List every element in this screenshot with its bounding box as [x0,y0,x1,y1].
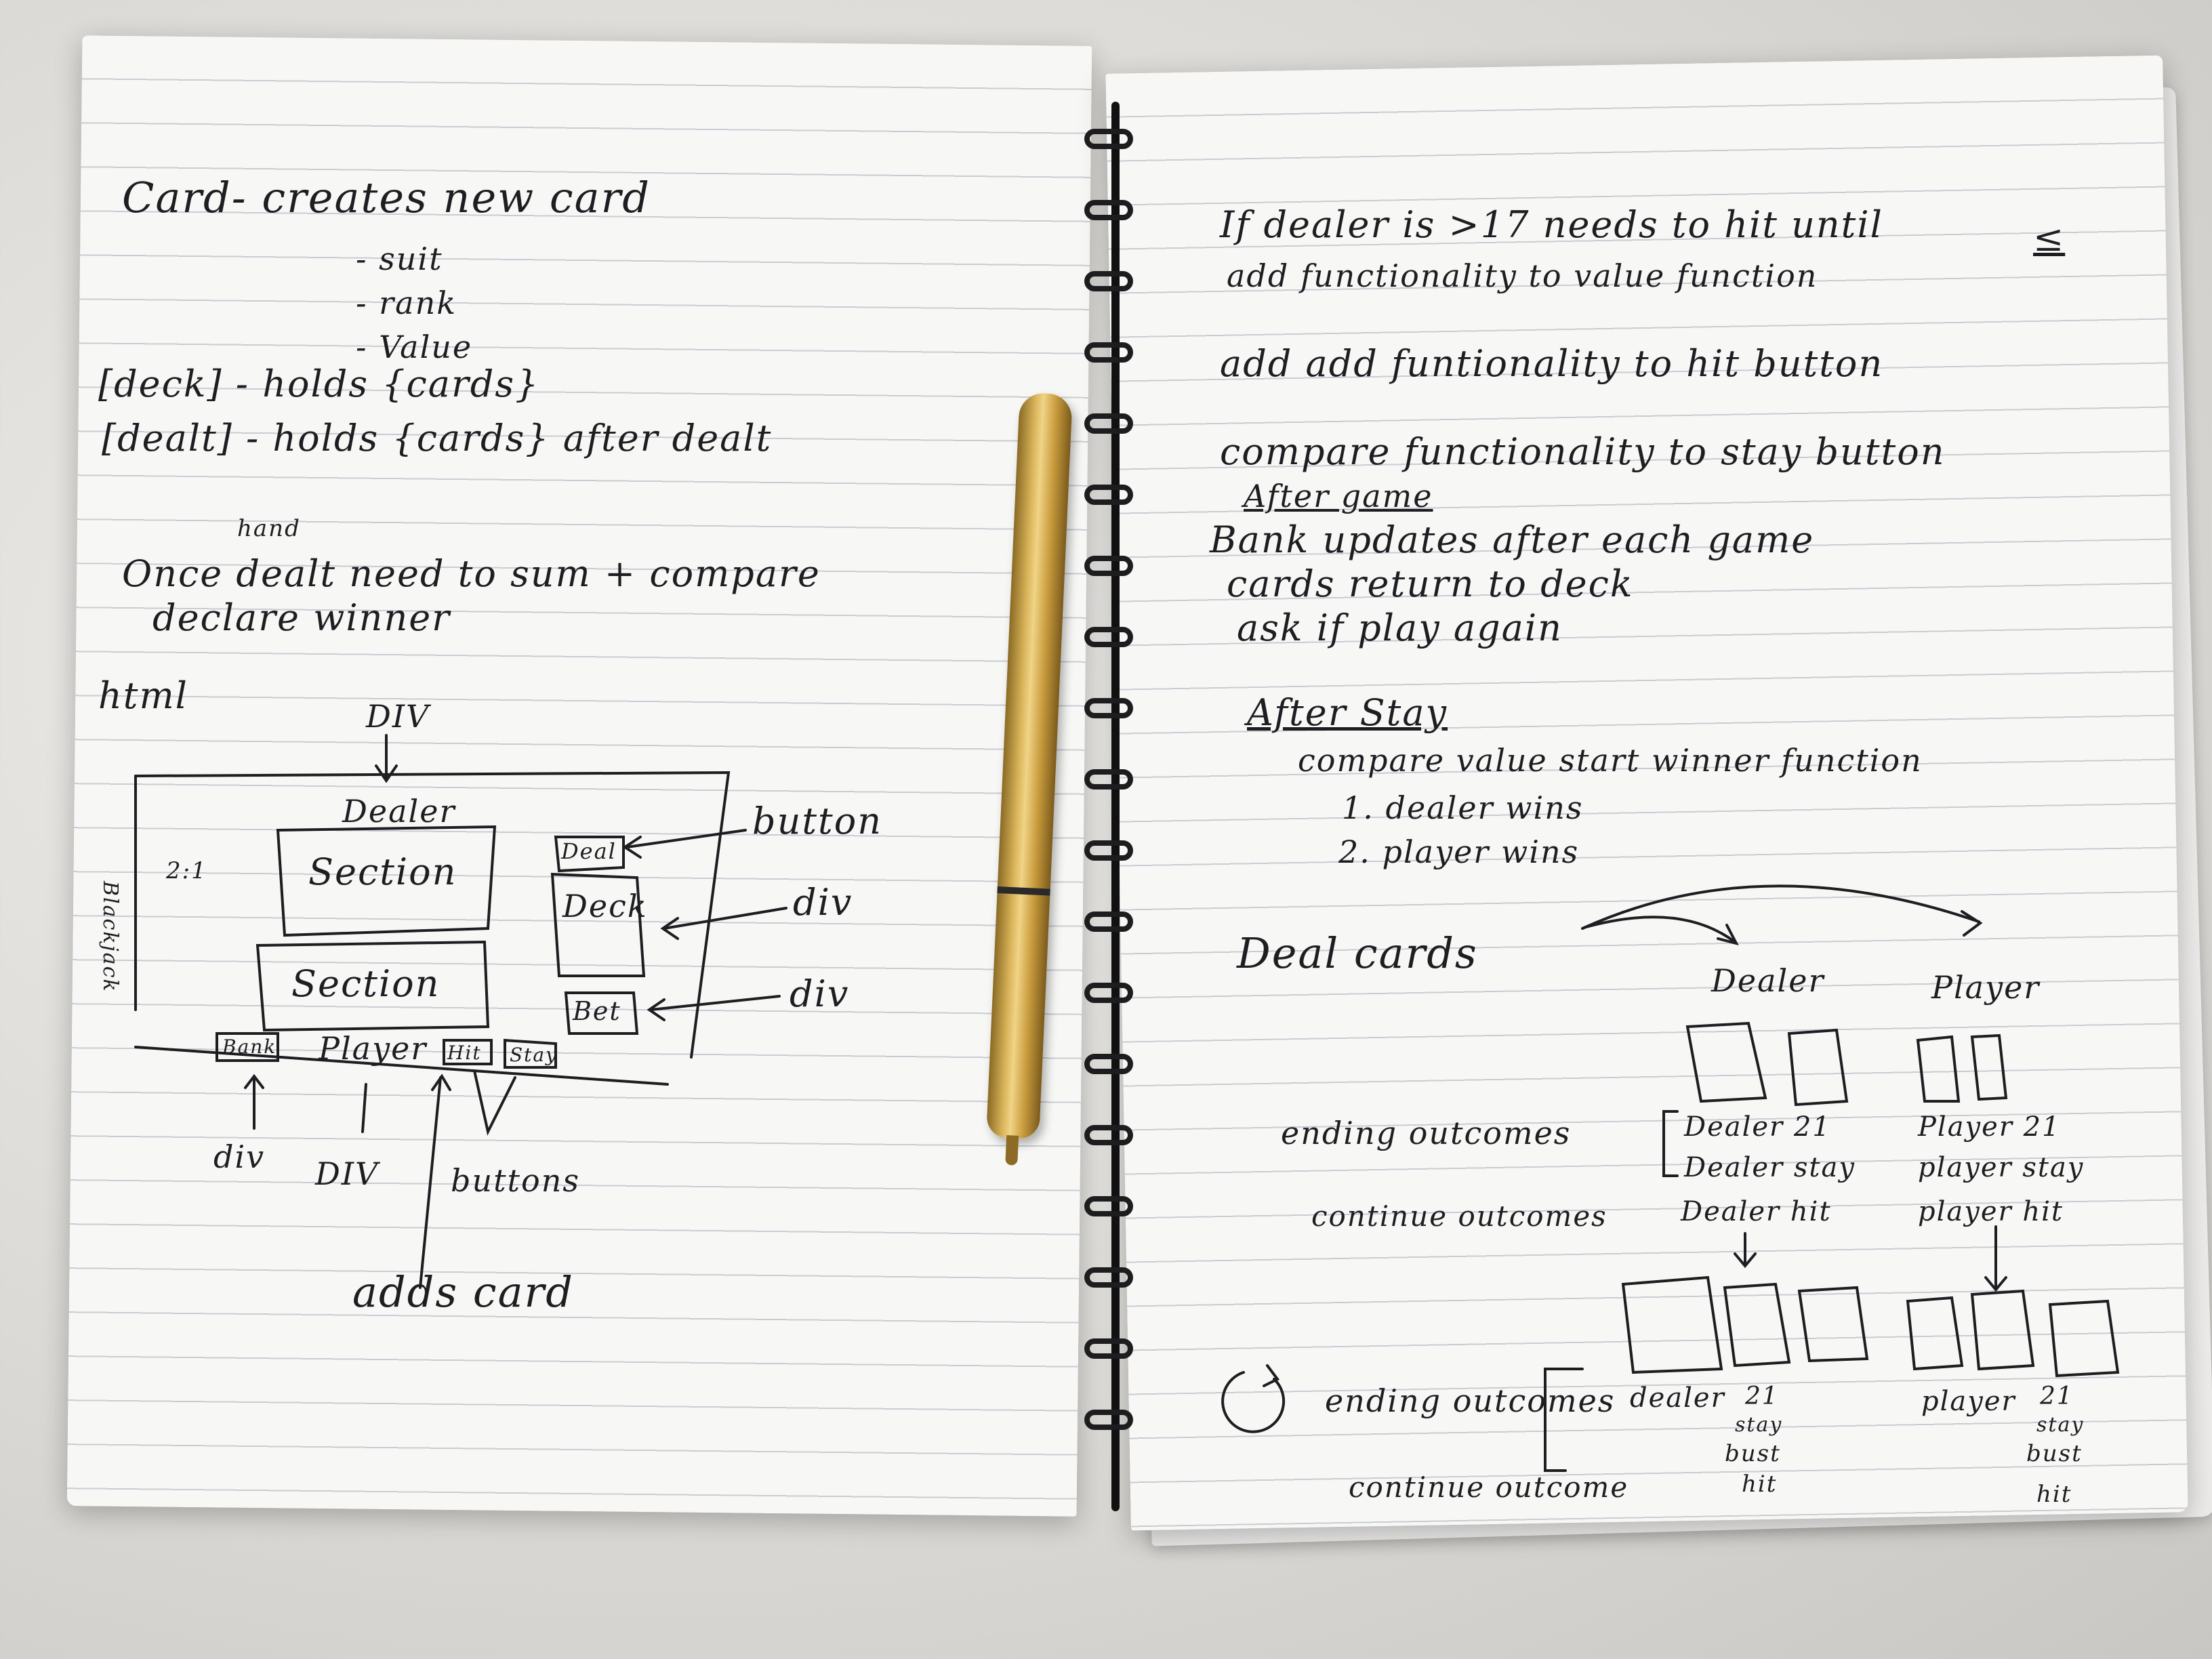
heading-deal-cards: Deal cards [1237,928,1478,978]
spiral-spine [1111,102,1120,1511]
annotation-adds-card: adds card [352,1267,574,1317]
outcome-dealer-stay: Dealer stay [1684,1152,1856,1183]
note-deck-holds: [deck] - holds {cards} [98,363,540,405]
spiral-binding [1084,115,1133,1491]
spiral-ring [1084,200,1133,220]
spiral-ring [1084,556,1133,576]
outcome-dealer-hit: Dealer hit [1681,1196,1832,1227]
heading-after-game: After game [1244,478,1433,514]
diagram-bank-button: Bank [222,1036,277,1058]
column-player: Player [1931,969,2041,1006]
note-stay-button: compare functionality to stay button [1220,430,1946,473]
spiral-ring [1084,1410,1133,1430]
spiral-ring [1084,1125,1133,1145]
annotation-div-2: div [790,972,850,1015]
diagram-div-top: DIV [366,698,430,735]
note-suit: - suit [356,241,443,277]
spiral-ring [1084,769,1133,790]
annotation-div-1: div [793,881,853,924]
annotation-bottom-div-1: div [213,1139,266,1175]
outcome-player-21: Player 21 [1918,1111,2061,1143]
note-bank-updates: Bank updates after each game [1210,518,1815,561]
note-dealer-wins: 1. dealer wins [1342,790,1584,826]
diagram-deal-button: Deal [561,838,617,864]
outcome-player-stay: player stay [1918,1152,2085,1183]
note-card-creates: Card- creates new card [122,173,651,222]
note-dealt-holds: [dealt] - holds {cards} after dealt [102,417,773,459]
note-value: - Value [356,329,473,365]
diagram-deck-box: Deck [562,888,648,924]
spiral-ring [1084,912,1133,932]
note-hit-button: add add funtionality to hit button [1220,342,1884,385]
annotation-button: button [752,800,883,842]
lower-player-stay: stay [2036,1413,2085,1437]
lower-player-label: player [1921,1386,2016,1417]
spiral-ring [1084,413,1133,434]
label-ending-outcomes: ending outcomes [1281,1115,1572,1151]
lower-dealer-21: 21 [1745,1382,1779,1410]
annotation-buttons: buttons [451,1162,580,1199]
outcome-player-hit: player hit [1918,1196,2064,1227]
lower-player-bust: bust [2026,1440,2083,1467]
spiral-ring [1084,271,1133,291]
spiral-ring [1084,1054,1133,1074]
note-hand-insert: hand [237,515,301,542]
spiral-ring [1084,983,1133,1003]
diagram-bet-box: Bet [573,996,621,1026]
lower-player-21: 21 [2040,1382,2074,1410]
heading-after-stay: After Stay [1247,691,1448,734]
spiral-ring [1084,1267,1133,1288]
note-dealer-17: If dealer is >17 needs to hit until [1220,203,1883,246]
label-continue-outcomes: continue outcomes [1311,1200,1607,1233]
spiral-ring [1084,1196,1133,1216]
outcome-dealer-21: Dealer 21 [1684,1111,1831,1143]
spiral-ring [1084,1338,1133,1359]
note-lte-symbol: ≤ [2033,217,2066,260]
note-compare-value: compare value start winner function [1298,742,1923,779]
diagram-ratio: 2:1 [166,857,207,884]
diagram-section-1: Section [308,851,457,893]
label-ending-outcomes-2: ending outcomes [1325,1382,1616,1419]
note-value-function: add functionality to value function [1227,258,1818,294]
diagram-section-2: Section [291,962,441,1005]
lower-player-hit: hit [2036,1481,2072,1508]
note-html: html [98,674,188,717]
diagram-hit-button: Hit [447,1042,482,1064]
spiral-ring [1084,129,1133,149]
lower-dealer-stay: stay [1735,1413,1783,1437]
diagram-dealer-label: Dealer [342,793,456,830]
diagram-stay-button: Stay [510,1044,558,1066]
note-declare-winner: declare winner [152,596,451,639]
note-player-wins: 2. player wins [1338,834,1580,870]
note-play-again: ask if play again [1237,607,1563,649]
lower-dealer-bust: bust [1725,1440,1781,1467]
spiral-ring [1084,627,1133,647]
label-continue-outcome-2: continue outcome [1349,1471,1629,1504]
note-once-dealt: Once dealt need to sum + compare [122,552,821,595]
spiral-ring [1084,485,1133,505]
diagram-player-label: Player [319,1030,428,1067]
spiral-ring [1084,342,1133,363]
note-rank: - rank [356,285,457,321]
annotation-bottom-div-2: DIV [315,1155,380,1192]
spiral-ring [1084,840,1133,861]
lower-dealer-hit: hit [1742,1471,1778,1498]
lower-dealer-label: dealer [1630,1382,1725,1414]
spiral-ring [1084,698,1133,718]
column-dealer: Dealer [1711,962,1825,999]
note-cards-return: cards return to deck [1227,562,1634,605]
